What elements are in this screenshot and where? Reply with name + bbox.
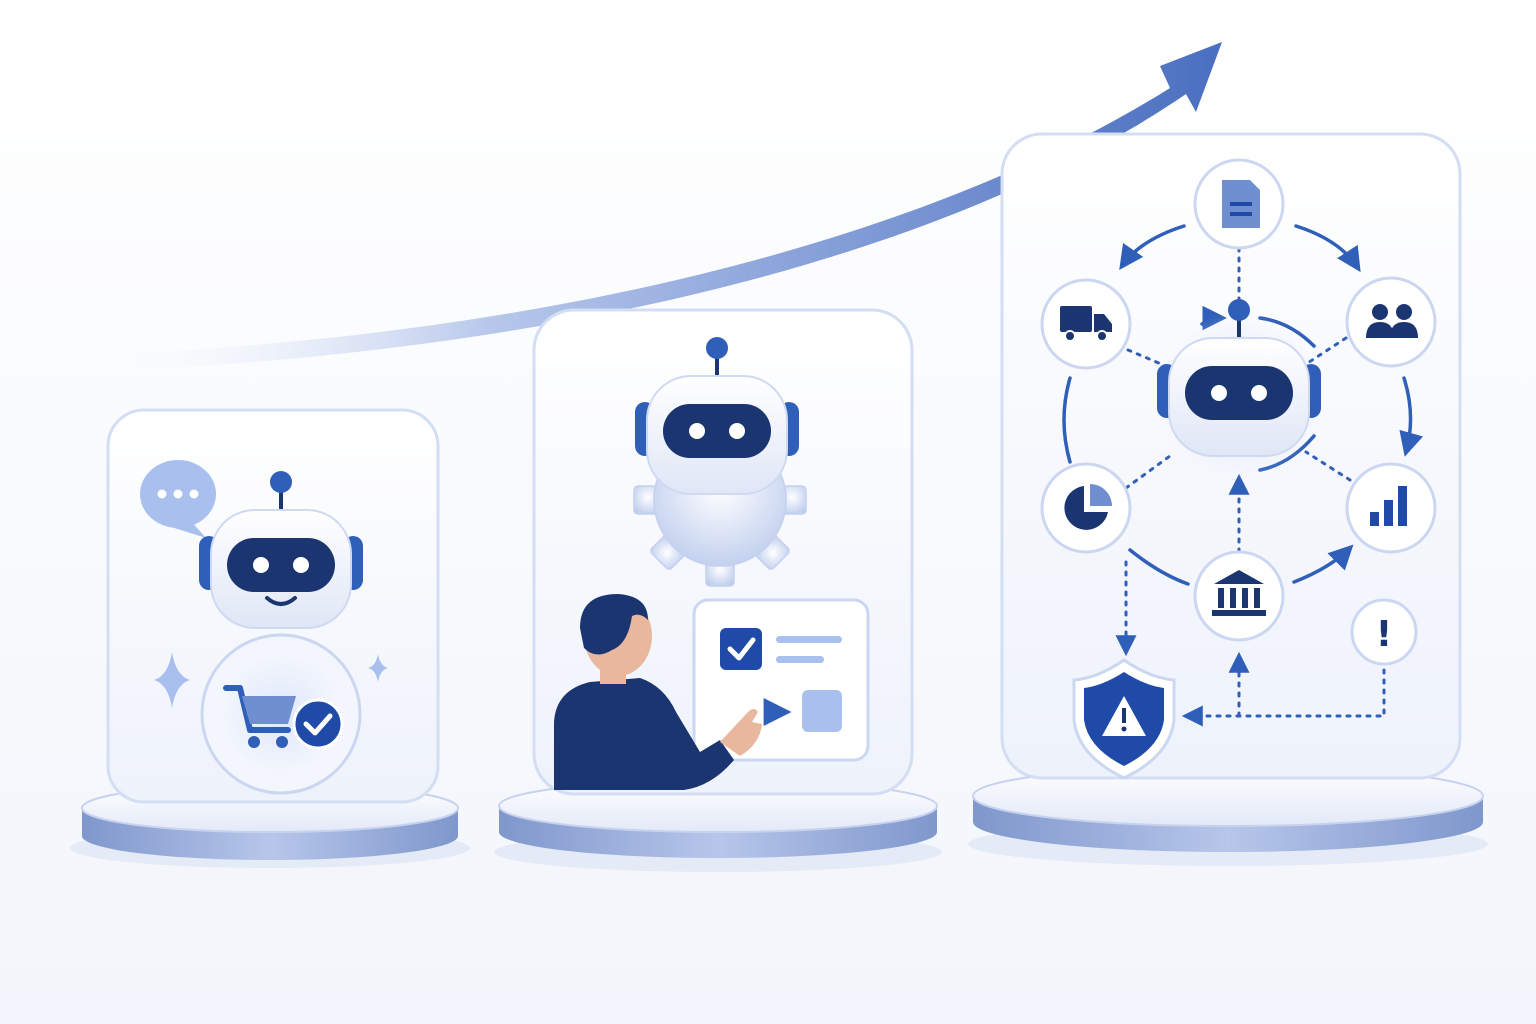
truck-icon — [1040, 278, 1132, 370]
shield-warning-icon — [1072, 658, 1176, 780]
pie-chart-icon — [1040, 462, 1132, 554]
check-badge-icon — [292, 698, 344, 750]
stage-human-in-the-loop — [494, 308, 942, 872]
bar-chart-icon — [1345, 462, 1437, 554]
task-card-icon — [692, 598, 870, 762]
bank-icon — [1193, 550, 1285, 642]
sparkle-icon — [368, 654, 388, 682]
checkbox-icon — [720, 628, 762, 670]
alert-symbol: ! — [1376, 614, 1392, 655]
stage-basic-assistant — [70, 408, 470, 868]
person-icon — [554, 594, 762, 790]
document-icon — [1193, 158, 1285, 250]
sparkle-icon — [154, 652, 190, 708]
stage-autonomous-network: ! — [968, 132, 1488, 866]
users-icon — [1345, 276, 1437, 368]
chat-bubble-icon — [140, 460, 216, 538]
robot-icon — [197, 469, 365, 630]
alert-icon: ! — [1350, 598, 1418, 666]
